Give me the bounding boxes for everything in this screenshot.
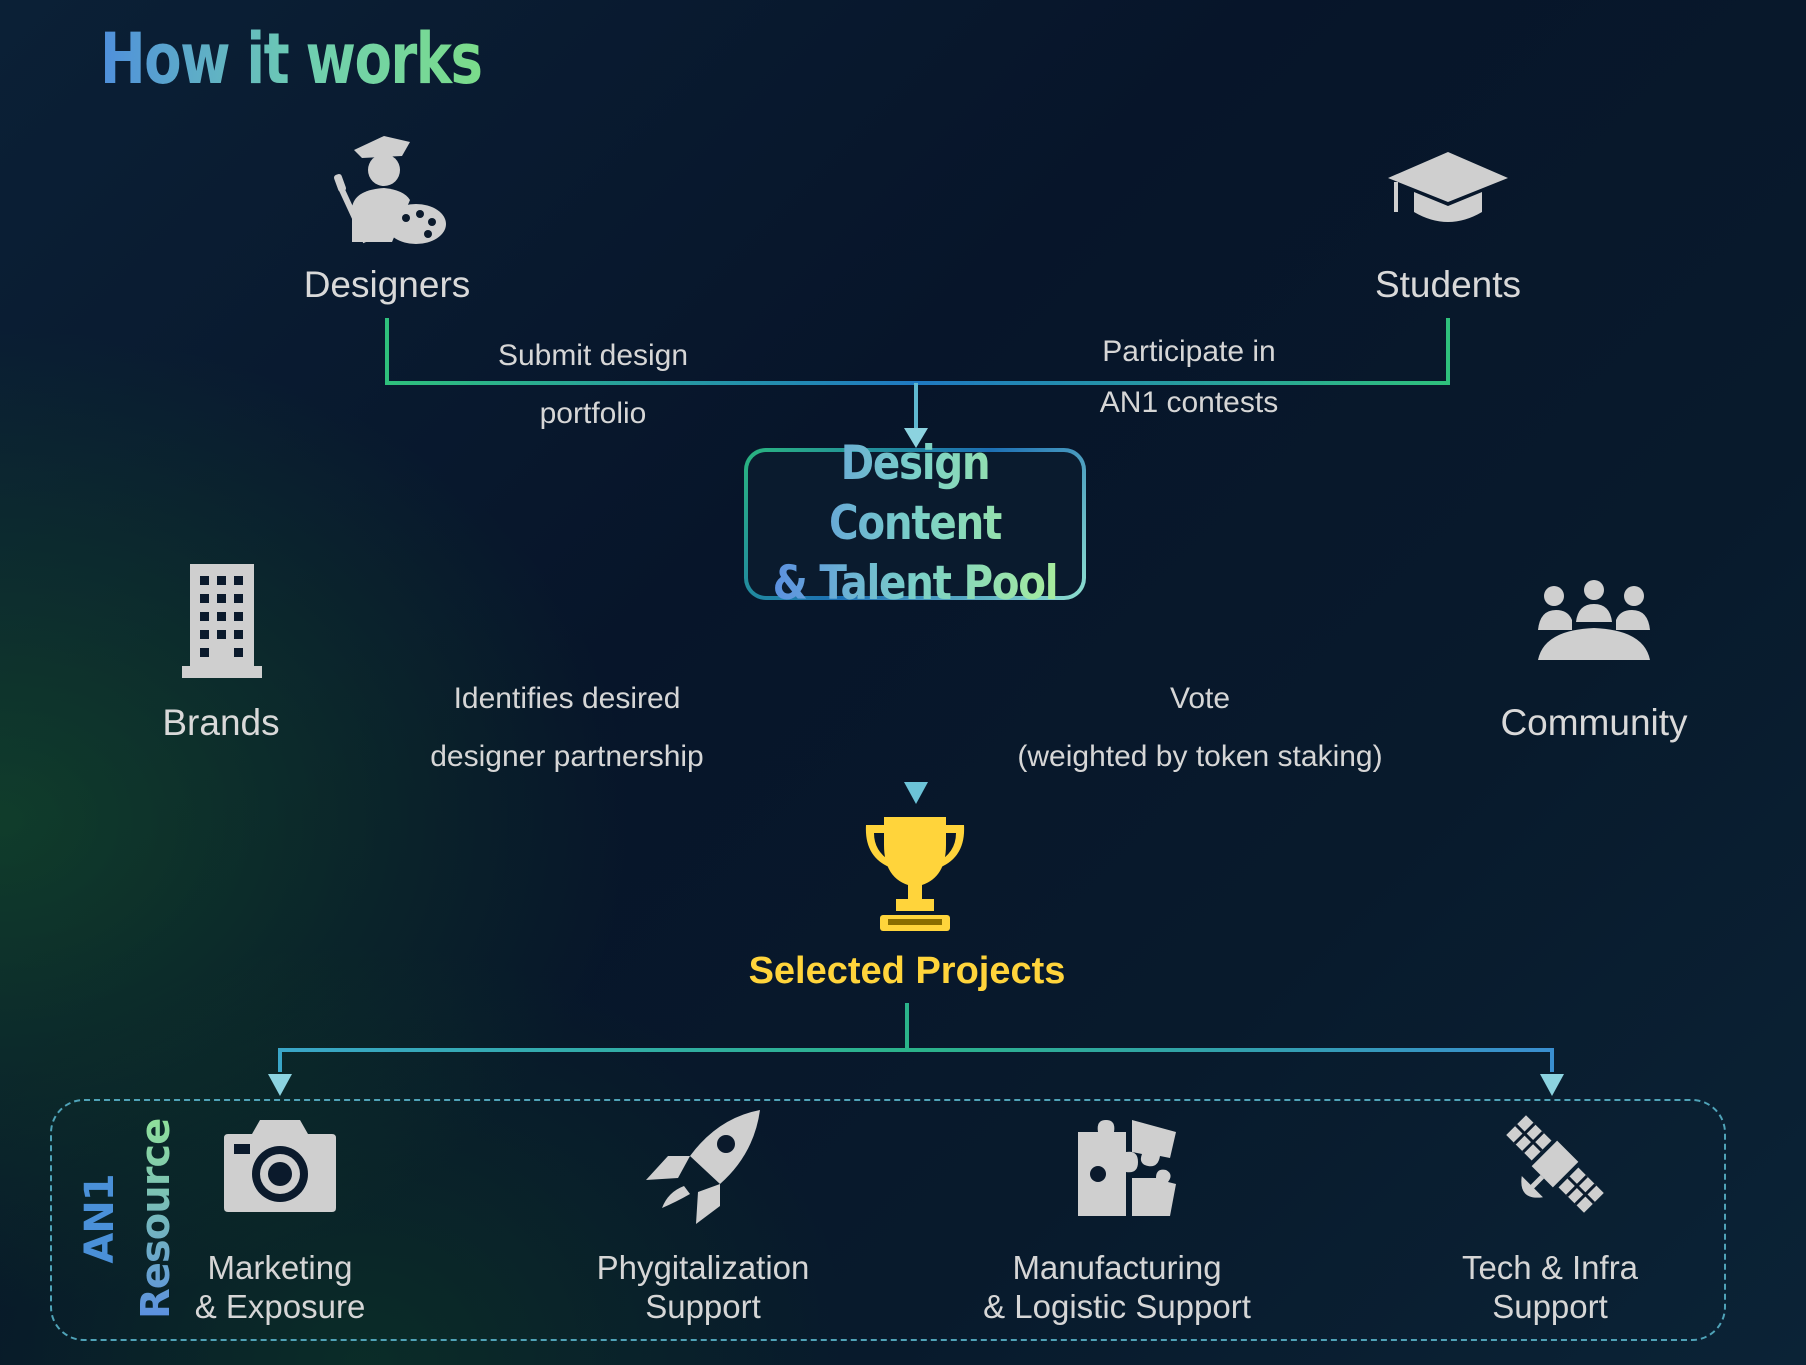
painter-icon (334, 136, 446, 244)
edge-label-students-2: AN1 contests (1099, 386, 1279, 419)
rocket-icon (646, 1110, 760, 1224)
resource-label-tech-infra: Tech & Infra Support (1461, 1249, 1639, 1325)
puzzle-icon (1078, 1120, 1176, 1216)
arrow-down-icon (268, 1074, 292, 1096)
an1-label: AN1 (77, 1174, 123, 1264)
resources-container (50, 1099, 1726, 1341)
arrow-down-icon (904, 782, 928, 804)
camera-icon (224, 1120, 336, 1212)
edge-label-students-1: Participate in (1102, 335, 1276, 368)
edge-label-community-1: Vote (1169, 682, 1231, 715)
middle-connector (340, 602, 1462, 804)
edge-label-brands-1: Identifies desired (453, 682, 681, 715)
edge-label-designers-1: Submit design (497, 339, 689, 372)
node-selected-projects: Selected Projects (748, 950, 1066, 992)
top-connector (385, 318, 1450, 448)
node-brands: Brands (162, 702, 280, 743)
talent-pool-box: Design Content & Talent Pool (744, 436, 1086, 611)
trophy-icon (865, 817, 965, 931)
node-community: Community (1500, 702, 1688, 743)
resource-label-marketing: Marketing & Exposure (194, 1249, 366, 1325)
resource-label-phygitalization: Phygitalization Support (596, 1249, 810, 1325)
edge-label-designers-2: portfolio (539, 397, 647, 430)
talent-pool-label: Design Content & Talent Pool (771, 434, 1059, 614)
resource-label-manufacturing: Manufacturing & Logistic Support (983, 1249, 1251, 1325)
node-designers: Designers (303, 264, 471, 305)
edge-label-brands-2: designer partnership (430, 740, 704, 773)
satellite-icon (1506, 1115, 1604, 1213)
arrow-down-icon (1540, 1074, 1564, 1096)
community-group-icon (1538, 580, 1650, 660)
bottom-connector (268, 1003, 1564, 1096)
node-students: Students (1374, 264, 1522, 305)
page-title: How it works (100, 18, 483, 100)
graduation-cap-icon (1388, 152, 1508, 222)
edge-label-community-2: (weighted by token staking) (1017, 740, 1383, 773)
arrow-down-icon (904, 428, 928, 448)
building-icon (182, 564, 262, 678)
